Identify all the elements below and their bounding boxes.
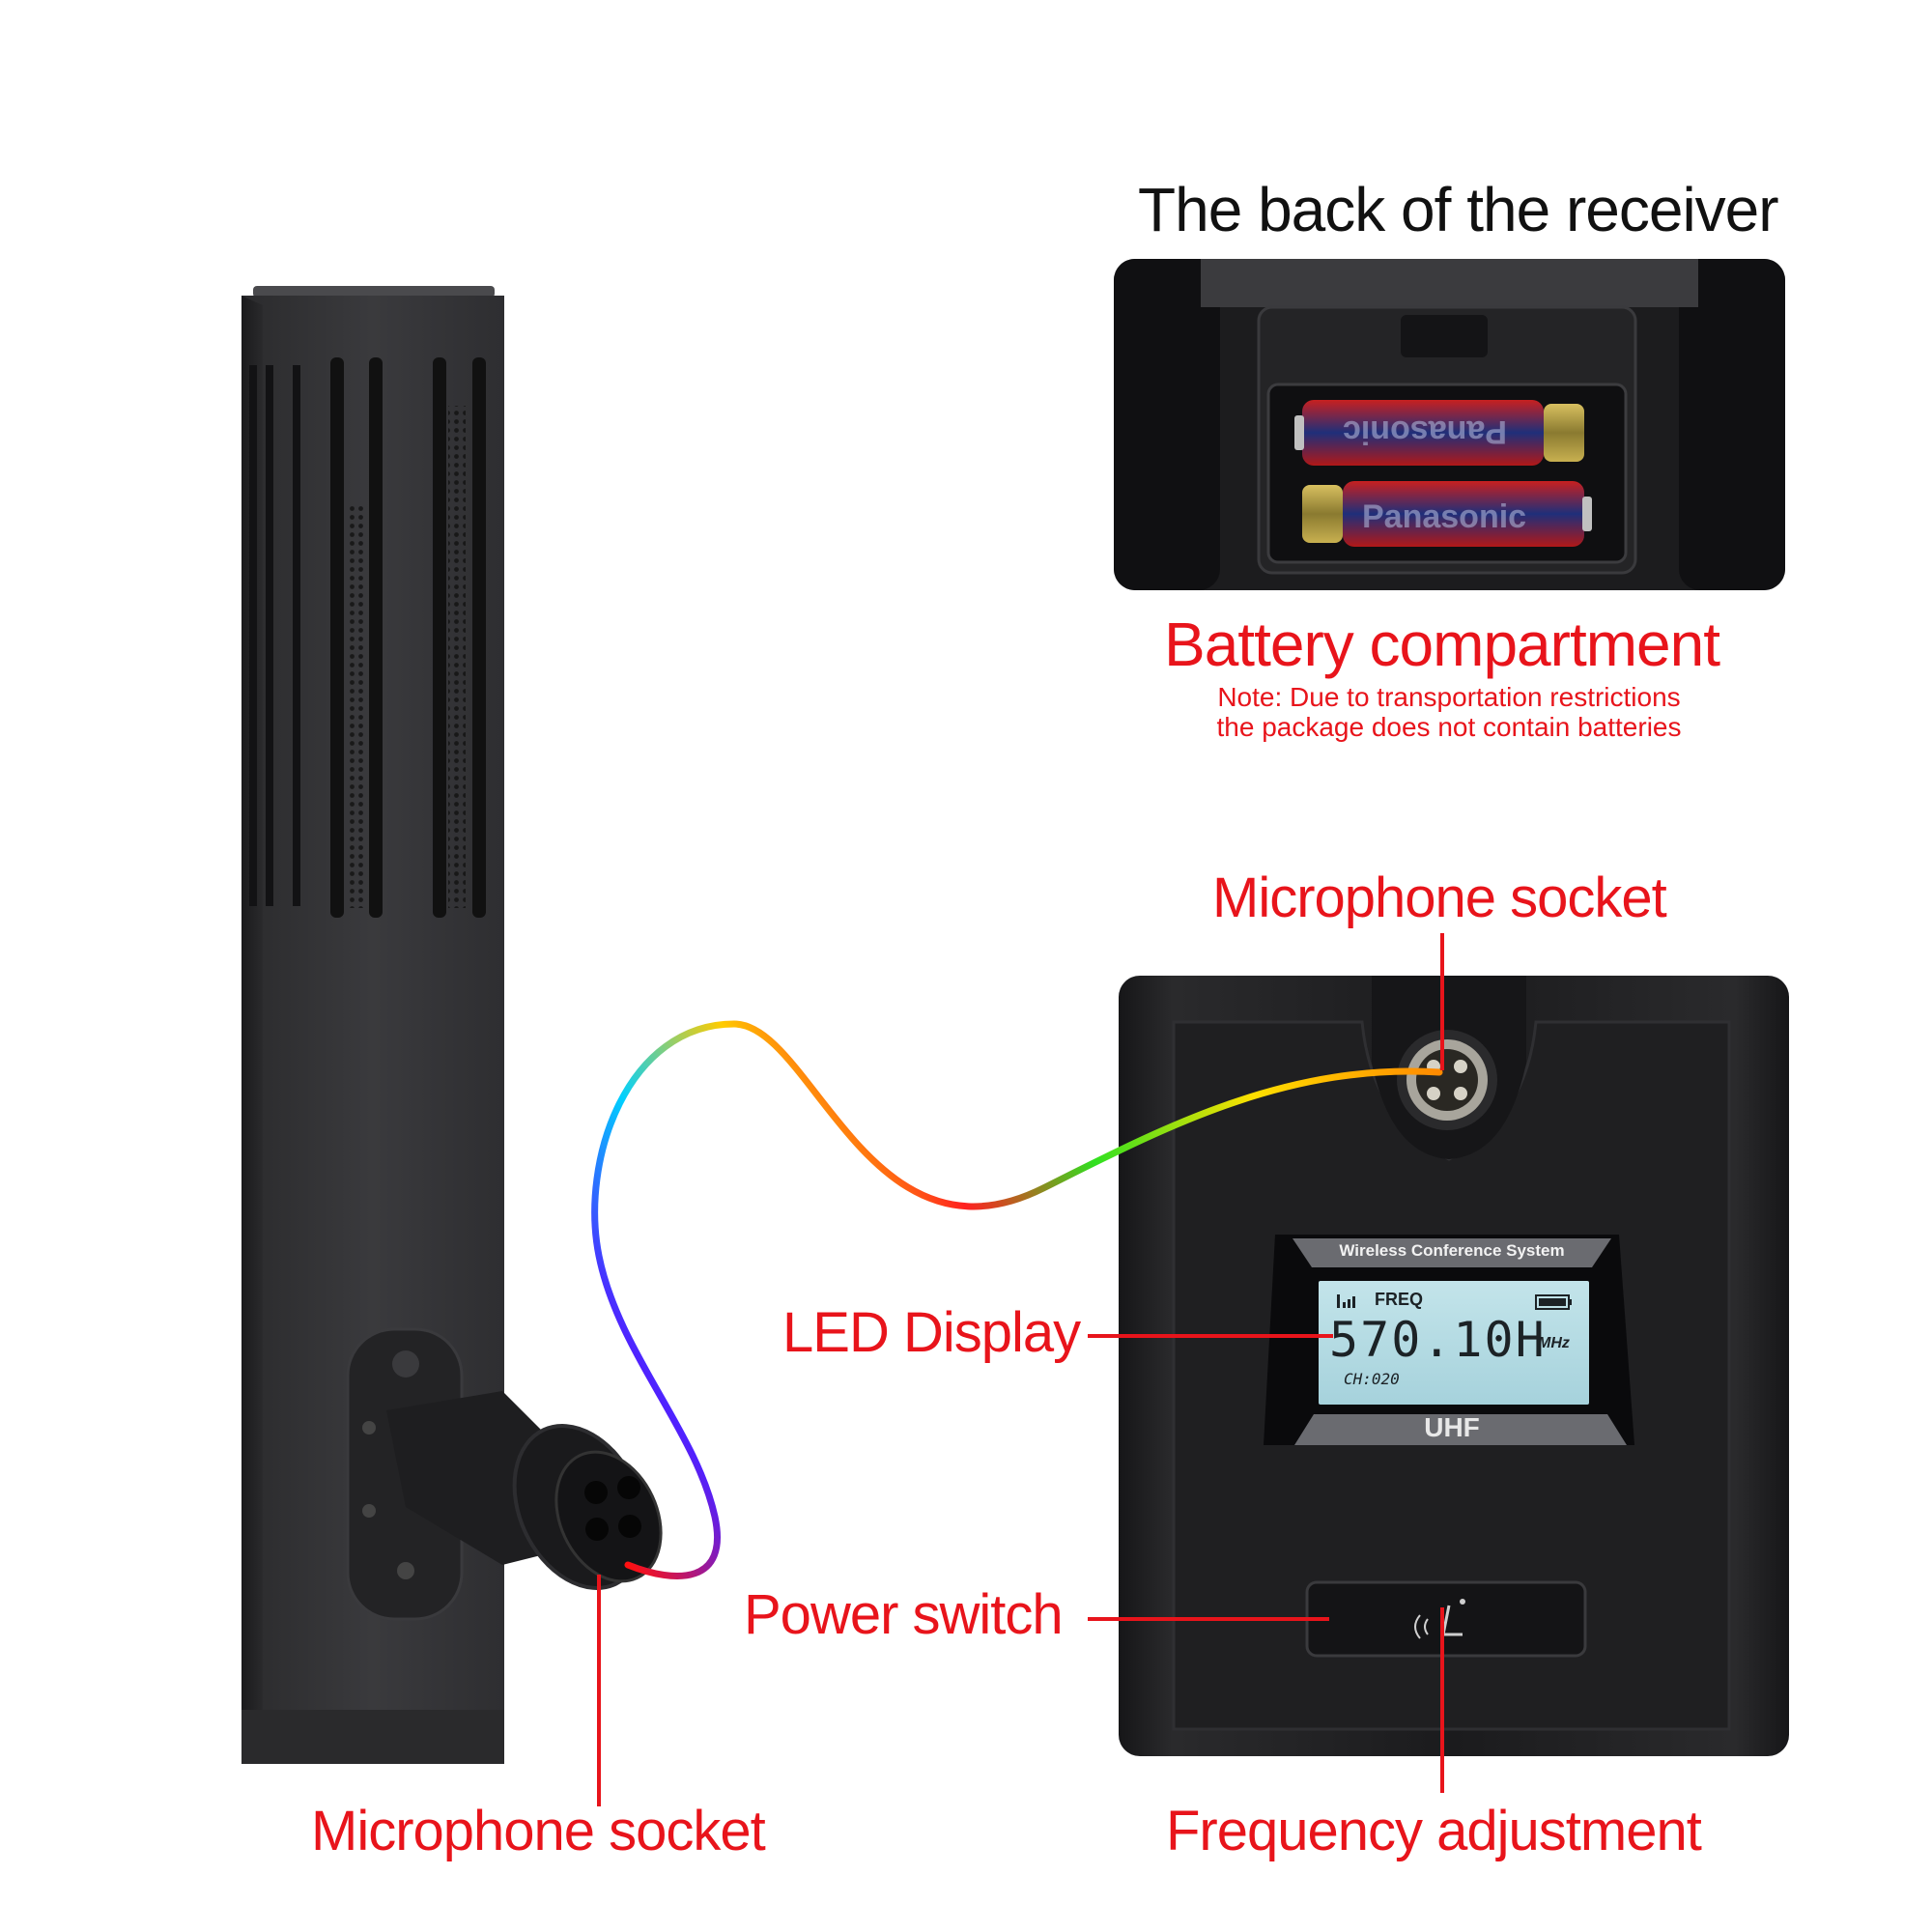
mic-connector: [346, 1327, 663, 1621]
display-header: Wireless Conference System: [1339, 1241, 1565, 1260]
led-display: [1264, 1235, 1634, 1445]
power-switch-label: Power switch: [744, 1583, 1064, 1646]
battery-note-line1: Note: Due to transportation restrictions: [1217, 682, 1681, 712]
battery-brand-text: Panasonic: [1343, 413, 1507, 450]
battery-compartment-image: Panasonic Panasonic: [1114, 259, 1785, 590]
battery-note-line2: the package does not contain batteries: [1216, 712, 1682, 742]
page-title: The back of the receiver: [1138, 175, 1779, 244]
led-display-label: LED Display: [782, 1301, 1081, 1364]
battery-compartment-label: Battery compartment: [1164, 610, 1720, 679]
svg-text:Panasonic: Panasonic: [1362, 498, 1526, 535]
display-unit: MHz: [1538, 1335, 1570, 1351]
display-frequency: 570.10H: [1329, 1312, 1547, 1368]
display-footer: UHF: [1424, 1412, 1480, 1442]
display-channel: CH:020: [1344, 1370, 1400, 1388]
frequency-adjustment-label: Frequency adjustment: [1166, 1800, 1702, 1862]
receiver-mic-socket-label: Microphone socket: [1212, 867, 1667, 929]
rainbow-cable: [591, 1020, 1443, 1579]
mic-socket-label: Microphone socket: [311, 1800, 766, 1862]
callout-lines: [597, 933, 1444, 1806]
display-freq-label: FREQ: [1375, 1290, 1424, 1309]
power-switch: [1305, 1580, 1587, 1658]
